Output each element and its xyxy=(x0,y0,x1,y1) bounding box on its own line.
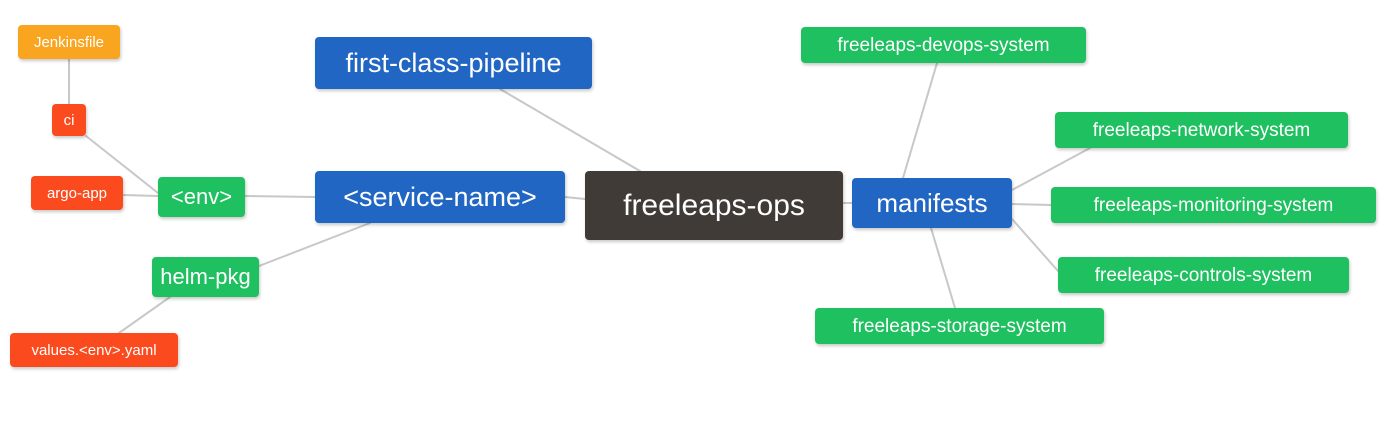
node-freeleaps-storage-system[interactable]: freeleaps-storage-system xyxy=(815,308,1104,344)
node-label: freeleaps-ops xyxy=(623,188,805,222)
node-label: ci xyxy=(63,111,75,129)
node-label: freeleaps-controls-system xyxy=(1094,264,1313,286)
edge-argo-app-to-env xyxy=(122,194,159,197)
edge-values-env-yaml-to-helm-pkg xyxy=(118,296,171,334)
node-label: Jenkinsfile xyxy=(33,33,105,51)
node-freeleaps-network-system[interactable]: freeleaps-network-system xyxy=(1055,112,1348,148)
node-freeleaps-ops[interactable]: freeleaps-ops xyxy=(585,171,843,240)
node-label: helm-pkg xyxy=(160,264,251,289)
node-label: <service-name> xyxy=(343,181,537,212)
edge-first-class-pipeline-to-freeleaps-ops xyxy=(499,88,641,172)
node-manifests[interactable]: manifests xyxy=(852,178,1012,228)
node-label: first-class-pipeline xyxy=(345,47,562,78)
edge-freeleaps-controls-system-to-manifests xyxy=(1011,218,1059,272)
node-env[interactable]: <env> xyxy=(158,177,245,217)
node-argo-app[interactable]: argo-app xyxy=(31,176,123,210)
node-values-env-yaml[interactable]: values.<env>.yaml xyxy=(10,333,178,367)
node-freeleaps-controls-system[interactable]: freeleaps-controls-system xyxy=(1058,257,1349,293)
edge-helm-pkg-to-service-name xyxy=(258,222,371,267)
node-label: manifests xyxy=(876,188,988,218)
edge-env-to-service-name xyxy=(244,195,316,198)
node-label: freeleaps-storage-system xyxy=(852,315,1067,337)
node-service-name[interactable]: <service-name> xyxy=(315,171,565,223)
node-label: argo-app xyxy=(46,184,108,202)
node-helm-pkg[interactable]: helm-pkg xyxy=(152,257,259,297)
node-freeleaps-monitoring-system[interactable]: freeleaps-monitoring-system xyxy=(1051,187,1376,223)
node-label: freeleaps-monitoring-system xyxy=(1093,194,1334,216)
node-jenkinsfile[interactable]: Jenkinsfile xyxy=(18,25,120,59)
node-label: freeleaps-network-system xyxy=(1092,119,1311,141)
node-freeleaps-devops-system[interactable]: freeleaps-devops-system xyxy=(801,27,1086,63)
node-label: freeleaps-devops-system xyxy=(837,34,1050,56)
node-first-class-pipeline[interactable]: first-class-pipeline xyxy=(315,37,592,89)
edge-freeleaps-devops-system-to-manifests xyxy=(902,62,938,179)
edge-service-name-to-freeleaps-ops xyxy=(564,196,586,200)
edge-freeleaps-monitoring-system-to-manifests xyxy=(1011,203,1052,206)
node-label: values.<env>.yaml xyxy=(31,341,157,359)
edge-freeleaps-network-system-to-manifests xyxy=(1011,147,1091,191)
node-ci[interactable]: ci xyxy=(52,104,86,136)
edge-freeleaps-storage-system-to-manifests xyxy=(930,227,956,309)
node-label: <env> xyxy=(170,184,233,209)
